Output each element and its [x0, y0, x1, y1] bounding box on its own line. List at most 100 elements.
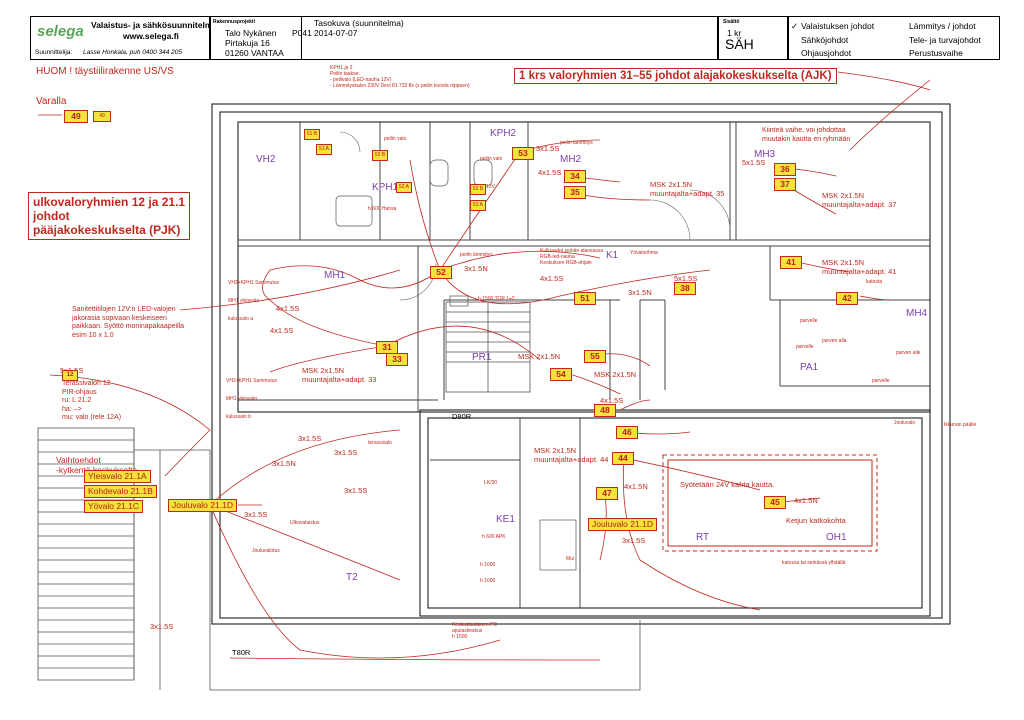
- cable-label: 3x1.5S: [244, 510, 268, 519]
- circuit-kohdevalo: Kohdevalo 21.1B: [84, 485, 157, 498]
- checklist-item: Ohjausjohdot: [801, 48, 852, 58]
- bathroom-fixtures: [335, 159, 577, 571]
- room-kph1: KPH1: [372, 182, 399, 193]
- note-varalla: Varalla: [36, 96, 67, 107]
- note-msk44: MSK 2x1.5N muuntajalta+adapt. 44: [534, 446, 608, 464]
- note-line: PIR-ohjaus: [62, 388, 97, 396]
- circuit-12-box: 12: [62, 370, 78, 381]
- circuit-yleisvalo: Yleisvalo 21.1A: [84, 470, 151, 483]
- note-line: KPH1 ja 2: [330, 65, 353, 71]
- room-t2: T2: [346, 572, 358, 583]
- note-line: Peilin taakse:: [330, 71, 360, 77]
- checklist-item: ✓Valaistuksen johdot: [791, 21, 875, 31]
- cable-label: 4x1.5S: [276, 304, 300, 313]
- project-label: Rakennusprojekti: [213, 19, 255, 25]
- cable-label: 3x1.5S: [344, 486, 368, 495]
- note-line: - peilivalo (LED-nauha 12V): [330, 77, 392, 83]
- note-terassi: Terassivalon 12 PIR-ohjaus ru: L 21.2 ha…: [62, 380, 121, 423]
- sub-circuit: 53 B: [470, 184, 486, 195]
- drawing-number: P041: [292, 28, 312, 38]
- note-line: MSK 2x1.5N: [650, 180, 693, 189]
- label-parveke: parvelle: [872, 378, 890, 384]
- cable-label: 3x1.5S: [150, 622, 174, 631]
- note-line: muutakin kautta eri ryhmään: [762, 135, 851, 143]
- room-oh1: OH1: [826, 532, 847, 543]
- sub-circuit: 52 B: [372, 150, 388, 161]
- label-kulkuvalot: Kulkuvalot seinän alaosassa RGB-led-nauh…: [540, 248, 604, 266]
- label-kattona: katossa tai seinässä ylhäällä: [782, 560, 846, 566]
- note-vh2-b: VH2+KPH1 Sammutus MH1 yleisvalo kulussal…: [226, 366, 277, 426]
- note-line: muuntajalta+adapt. 37: [822, 200, 897, 209]
- room-mh2: MH2: [560, 154, 582, 165]
- sub-circuit: 51 B: [304, 129, 320, 140]
- note-line: muuntajalta+adapt. 35: [650, 189, 725, 198]
- note-line: muuntajalta+adapt. 41: [822, 267, 897, 276]
- note-sanitetti: Sanitettitilojen 12V:n LED-valojen jakor…: [72, 306, 184, 340]
- cable-label: 3x1.5N: [272, 459, 296, 468]
- contents-label: Sisältö: [723, 19, 740, 25]
- label-katosta: katosta: [866, 279, 883, 285]
- label-lk: LK/30: [484, 480, 498, 486]
- cable-label: 4x1.5S: [270, 326, 294, 335]
- label-12v: 12V: [486, 184, 495, 190]
- exterior-walls: [211, 103, 951, 625]
- checklist-item: Perustusvaihe: [909, 48, 963, 58]
- room-mh3: MH3: [754, 149, 776, 160]
- label-jouluvalo: Jouluvalo: [894, 420, 916, 426]
- circuit-53: 53: [512, 147, 534, 160]
- designer-name: Lasse Honkala, puh 0400 344 205: [83, 49, 183, 56]
- checklist-item: Lämmitys / johdot: [909, 21, 976, 31]
- note-line: VH2+KPH1 Sammutus: [228, 280, 279, 286]
- room-ke1: KE1: [496, 514, 515, 525]
- note-line: MH1 yleisvalo: [226, 396, 258, 402]
- label-h600: h 600 Hansa: [368, 206, 397, 212]
- circuit-35: 35: [564, 186, 586, 199]
- circuit-38: 38: [674, 282, 696, 295]
- project-name: Talo Nykänen: [225, 28, 277, 38]
- label-keskus: Keskuslautainen PC apulaskeskus h 1500: [452, 622, 498, 640]
- note-line: MH1 yleisvalo: [228, 298, 260, 304]
- sub-circuit: 51 A: [316, 144, 332, 155]
- cable-label: 5x1.5S: [674, 274, 698, 283]
- label-h1500: h 1500 TOP 1+2: [478, 296, 515, 302]
- cable-label: 3x1.5N: [628, 288, 652, 297]
- floor-label: 1 kr: [727, 28, 742, 38]
- note-msk37: MSK 2x1.5N muuntajalta+adapt. 37: [822, 191, 896, 209]
- title-block-logo-cell: selega Valaistus- ja sähkösuunnitelma ww…: [30, 16, 217, 60]
- note-kph: KPH1 ja 2 Peilin taakse: - peilivalo (LE…: [330, 65, 470, 89]
- note-line: kulussalo b: [226, 414, 252, 420]
- label-yovalo: Yövalorihma: [630, 250, 658, 256]
- label-terassivalo: terassivalo: [368, 440, 392, 446]
- heading-pjk-line: pääjakokeskukselta (PJK): [33, 223, 181, 237]
- circuit-36: 36: [774, 163, 796, 176]
- circuit-41: 41: [780, 256, 802, 269]
- label-mui: Mui: [566, 556, 575, 562]
- project-city: 01260 VANTAA: [225, 48, 284, 58]
- room-kph2: KPH2: [490, 128, 517, 139]
- label-lammitys: peilin lämmitys: [460, 252, 493, 258]
- drawing-type: Tasokuva (suunnitelma): [314, 18, 404, 28]
- label-ulkovalo: Ulkovalaistus: [290, 520, 320, 526]
- note-msk33: MSK 2x1.5N muuntajalta+adapt. 33: [302, 366, 376, 384]
- note-line: VH2+KPH1 Sammutus: [226, 378, 277, 384]
- note-line: Sanitettitilojen 12V:n LED-valojen: [72, 306, 176, 313]
- cable-label: 4x1.5S: [540, 274, 564, 283]
- cable-label: 3x1.5S: [334, 448, 358, 457]
- circuit-33: 33: [386, 353, 408, 366]
- note-huom: HUOM ! täystiilirakenne US/VS: [36, 66, 174, 77]
- circuit-34: 34: [564, 170, 586, 183]
- room-pr1: PR1: [472, 352, 492, 363]
- note-line: ha: –>: [62, 405, 82, 413]
- note-ketjun: Ketjun katkokohta: [786, 516, 846, 525]
- note-line: mu: valo (rele 12A): [62, 414, 122, 421]
- note-line: Kiinteä vaihe, voi johdottaa: [762, 127, 846, 134]
- circuit-55: 55: [584, 350, 606, 363]
- cable-label: 4x1.5S: [600, 396, 624, 405]
- title-block-checklist: ✓Valaistuksen johdot Sähköjohdot Ohjausj…: [788, 16, 1000, 60]
- label-jouluvalot: Jouluvalotus: [252, 548, 280, 554]
- note-line: muuntajalta+adapt. 44: [534, 455, 609, 464]
- note-msk35: MSK 2x1.5N muuntajalta+adapt. 35: [650, 180, 724, 198]
- heading-pjk-line: ulkovaloryhmien 12 ja 21.1: [33, 195, 186, 209]
- room-pa1: PA1: [800, 362, 819, 373]
